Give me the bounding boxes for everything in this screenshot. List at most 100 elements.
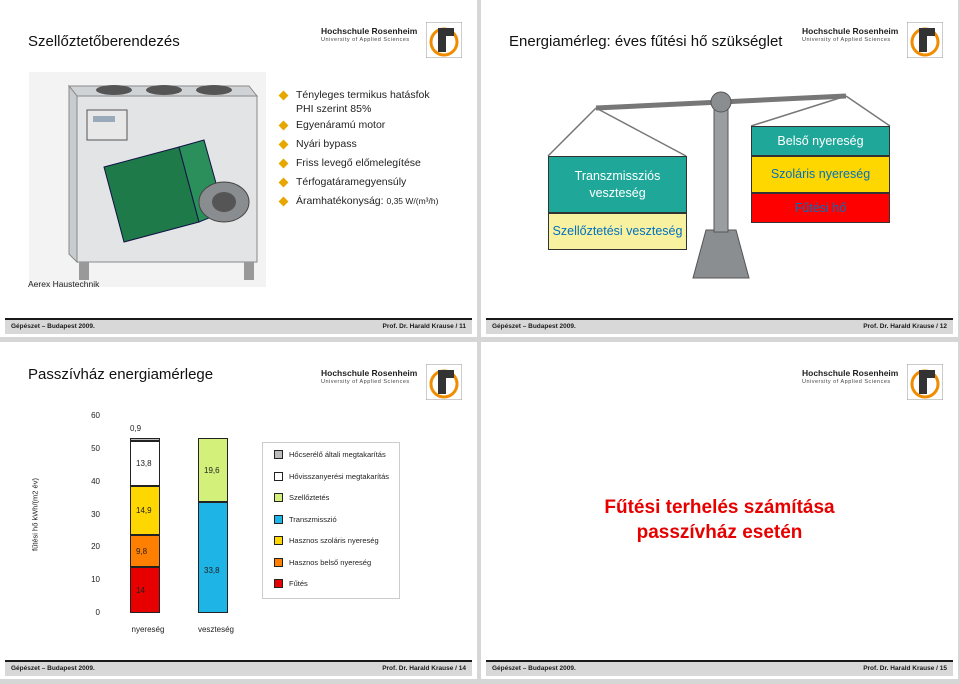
university-logo: Hochschule Rosenheim University of Appli… xyxy=(321,364,462,404)
logo-subtitle: University of Applied Sciences xyxy=(321,379,410,385)
bar-segment xyxy=(198,437,228,502)
slide-title: Passzívház energiamérlege xyxy=(28,366,214,383)
bullet-text: Térfogatáramegyensúly xyxy=(296,176,407,188)
slide-title: Energiamérleg: éves fűtési hő szükséglet xyxy=(509,33,783,50)
legend-box xyxy=(262,442,400,599)
footer-right: Prof. Dr. Harald Krause / 11 xyxy=(382,323,466,330)
bar-segment xyxy=(198,502,228,613)
legend-swatch xyxy=(274,557,283,567)
bullet-item: Friss levegő előmelegítése xyxy=(280,154,438,173)
slide-footer: Gépészet – Budapest 2009. Prof. Dr. Hara… xyxy=(486,660,953,676)
legend-item: Hővisszanyerési megtakarítás xyxy=(274,471,389,481)
bullet-value: 0,35 W/(m³/h) xyxy=(386,196,439,206)
legend-swatch xyxy=(274,514,283,524)
slide-footer: Gépészet – Budapest 2009. Prof. Dr. Hara… xyxy=(486,318,953,334)
legend-item: Szellőztetés xyxy=(274,493,329,502)
footer-right: Prof. Dr. Harald Krause / 15 xyxy=(863,665,947,672)
slide-footer: Gépészet – Budapest 2009. Prof. Dr. Hara… xyxy=(5,318,472,334)
bar-segment xyxy=(130,485,160,535)
legend-label: Fűtés xyxy=(289,579,308,588)
logo-subtitle: University of Applied Sciences xyxy=(802,37,891,43)
legend-label: Transzmisszió xyxy=(289,514,337,524)
legend-item: Fűtés xyxy=(274,579,308,588)
legend-swatch xyxy=(274,450,283,459)
x-category-label: nyereség xyxy=(131,625,165,634)
legend-item: Hőcserélő általi megtakarítás xyxy=(274,450,386,459)
y-tick-label: 30 xyxy=(91,509,100,519)
y-tick-label: 40 xyxy=(91,476,100,486)
box-label: Szellőztetési veszteség xyxy=(552,224,683,238)
ventilation-loss-box: Szellőztetési veszteség xyxy=(548,213,687,250)
logo-subtitle: University of Applied Sciences xyxy=(321,37,410,43)
slide-title: Szellőztetőberendezés xyxy=(28,33,180,50)
x-category-label: veszteség xyxy=(197,625,235,634)
solar-gain-box: Szoláris nyereség xyxy=(751,156,890,193)
logo-name: Hochschule Rosenheim xyxy=(321,26,418,36)
university-logo: Hochschule Rosenheim University of Appli… xyxy=(802,364,943,404)
balance-scale-icon xyxy=(547,91,891,279)
heating-box: Fűtési hő xyxy=(751,193,890,223)
legend-swatch xyxy=(274,536,283,545)
footer-right: Prof. Dr. Harald Krause / 12 xyxy=(863,323,947,330)
bar-data-label: 9,8 xyxy=(136,546,148,556)
bar-data-label: 13,8 xyxy=(136,459,152,469)
bullet-item: Áramhatékonyság: 0,35 W/(m³/h) xyxy=(280,192,438,211)
footer-right: Prof. Dr. Harald Krause / 14 xyxy=(382,665,466,672)
bullet-item: Egyenáramú motor xyxy=(280,116,438,135)
slide-15[interactable]: Hochschule Rosenheim University of Appli… xyxy=(481,342,958,679)
bullet-text: Egyenáramú motor xyxy=(296,119,386,131)
bullet-text: PHI szerint 85% xyxy=(296,103,372,115)
legend-item: Hasznos szoláris nyereség xyxy=(274,536,379,545)
bullet-item: Térfogatáramegyensúly xyxy=(280,173,438,192)
bullet-text: Friss levegő előmelegítése xyxy=(296,157,421,169)
box-label: Fűtési hő xyxy=(794,200,847,215)
section-heading: Fűtési terhelés számítása passzívház ese… xyxy=(481,495,958,545)
y-tick-label: 10 xyxy=(91,575,100,585)
slide-14[interactable]: Passzívház energiamérlege Hochschule Ros… xyxy=(0,342,477,679)
logo-mark-icon xyxy=(907,22,943,58)
bullet-item: Tényleges termikus hatásfok PHI szerint … xyxy=(280,86,438,116)
bullet-text: Tényleges termikus hatásfok xyxy=(296,89,430,101)
ventilation-unit-photo xyxy=(29,72,266,287)
bar-data-label: 33,8 xyxy=(204,565,220,575)
legend-label: Hőcserélő általi megtakarítás xyxy=(289,450,386,459)
y-tick-label: 0 xyxy=(95,608,100,617)
legend-label: Hasznos szoláris nyereség xyxy=(289,536,379,545)
bar-segment xyxy=(130,534,160,568)
bullet-text: Áramhatékonyság: xyxy=(296,195,384,207)
slide-11[interactable]: Szellőztetőberendezés Hochschule Rosenhe… xyxy=(0,0,477,337)
slide-footer: Gépészet – Budapest 2009. Prof. Dr. Hara… xyxy=(5,660,472,676)
bar-data-label: 19,6 xyxy=(204,465,220,475)
university-logo: Hochschule Rosenheim University of Appli… xyxy=(802,22,943,62)
bullet-text: Nyári bypass xyxy=(296,138,357,150)
bar-data-label: 14,9 xyxy=(136,506,152,516)
y-tick-label: 60 xyxy=(91,411,100,420)
university-logo: Hochschule Rosenheim University of Appli… xyxy=(321,22,462,62)
logo-mark-icon xyxy=(426,22,462,58)
logo-name: Hochschule Rosenheim xyxy=(321,368,418,378)
bar-segment xyxy=(130,567,160,613)
box-label: Szoláris nyereség xyxy=(770,167,871,181)
footer-left: Gépészet – Budapest 2009. xyxy=(492,665,576,672)
logo-name: Hochschule Rosenheim xyxy=(802,26,899,36)
legend-item: Hasznos belső nyereség xyxy=(274,557,372,567)
heading-line: passzívház esetén xyxy=(636,522,803,543)
footer-left: Gépészet – Budapest 2009. xyxy=(11,665,95,672)
legend-swatch xyxy=(274,579,283,588)
bar-data-label: 0,9 xyxy=(130,424,142,434)
footer-left: Gépészet – Budapest 2009. xyxy=(492,323,576,330)
bar-segment xyxy=(130,437,160,441)
slide-12[interactable]: Energiamérleg: éves fűtési hő szükséglet… xyxy=(481,0,958,337)
legend-swatch xyxy=(274,471,283,481)
legend-label: Hasznos belső nyereség xyxy=(289,557,372,567)
heading-line: Fűtési terhelés számítása xyxy=(604,497,835,518)
legend-item: Transzmisszió xyxy=(274,514,337,524)
bar-segment xyxy=(130,440,160,486)
footer-left: Gépészet – Budapest 2009. xyxy=(11,323,95,330)
logo-name: Hochschule Rosenheim xyxy=(802,368,899,378)
legend-label: Szellőztetés xyxy=(289,493,330,502)
y-tick-label: 50 xyxy=(91,443,100,453)
photo-caption: Aerex Haustechnik xyxy=(28,279,100,289)
logo-mark-icon xyxy=(907,364,943,400)
